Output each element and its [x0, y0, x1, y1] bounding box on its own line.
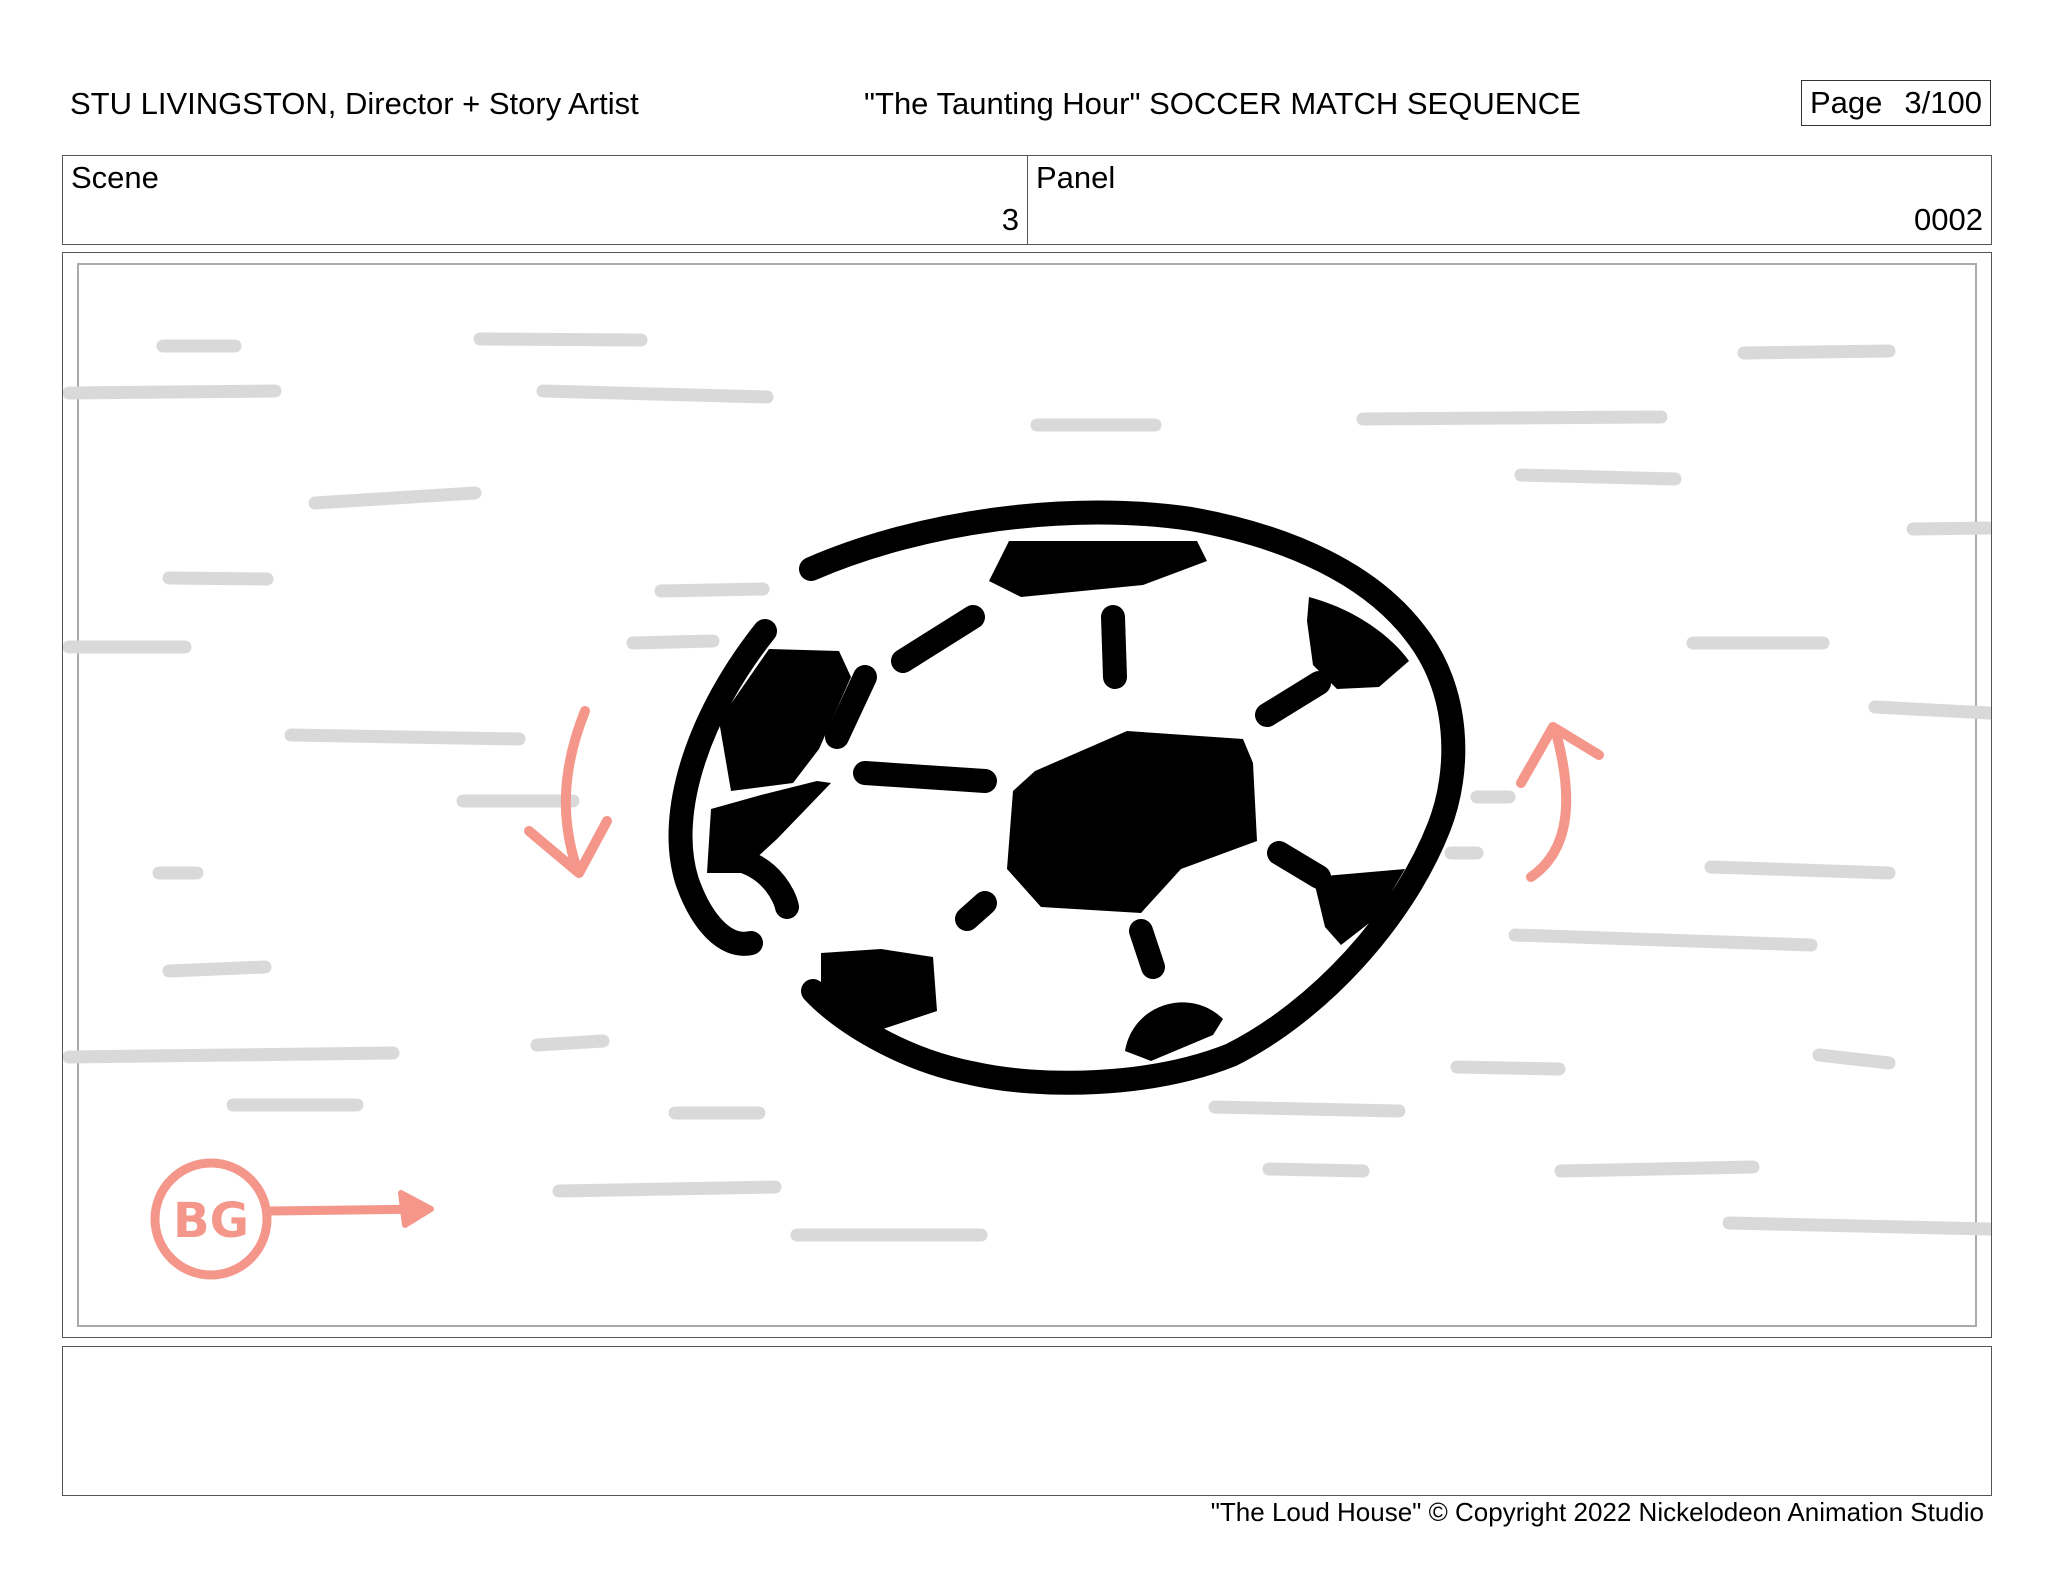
- panel-label: Panel: [1036, 160, 1116, 195]
- bg-note-label: BG: [173, 1193, 249, 1249]
- bg-pan-annotation: BG: [150, 1158, 434, 1280]
- rotation-arrows: [524, 706, 1604, 882]
- panel-drawing: BG: [63, 332, 1991, 1280]
- page-label: Page: [1810, 85, 1883, 120]
- storyboard-panel: BG: [62, 252, 1992, 1338]
- copyright-footer: "The Loud House" © Copyright 2022 Nickel…: [1210, 1497, 1984, 1527]
- pan-arrow-icon: [398, 1190, 434, 1228]
- speed-lines: [63, 332, 1991, 1242]
- panel-value: 0002: [1914, 202, 1983, 237]
- scene-label: Scene: [71, 160, 159, 195]
- action-notes-box: [62, 1346, 1992, 1496]
- artist-credit: STU LIVINGSTON, Director + Story Artist: [70, 86, 639, 121]
- panel-safe-area: [77, 263, 1977, 1327]
- scene-panel-info: Scene 3 Panel 0002: [62, 155, 1992, 245]
- page-number: 3/100: [1904, 85, 1982, 120]
- scene-cell: Scene 3: [63, 156, 1028, 244]
- sequence-title: "The Taunting Hour" SOCCER MATCH SEQUENC…: [864, 86, 1581, 121]
- panel-cell: Panel 0002: [1028, 156, 1991, 244]
- page-indicator: Page 3/100: [1801, 80, 1991, 126]
- soccer-ball: [668, 500, 1466, 1095]
- scene-value: 3: [1001, 202, 1019, 237]
- bg-note-circle: [150, 1158, 272, 1280]
